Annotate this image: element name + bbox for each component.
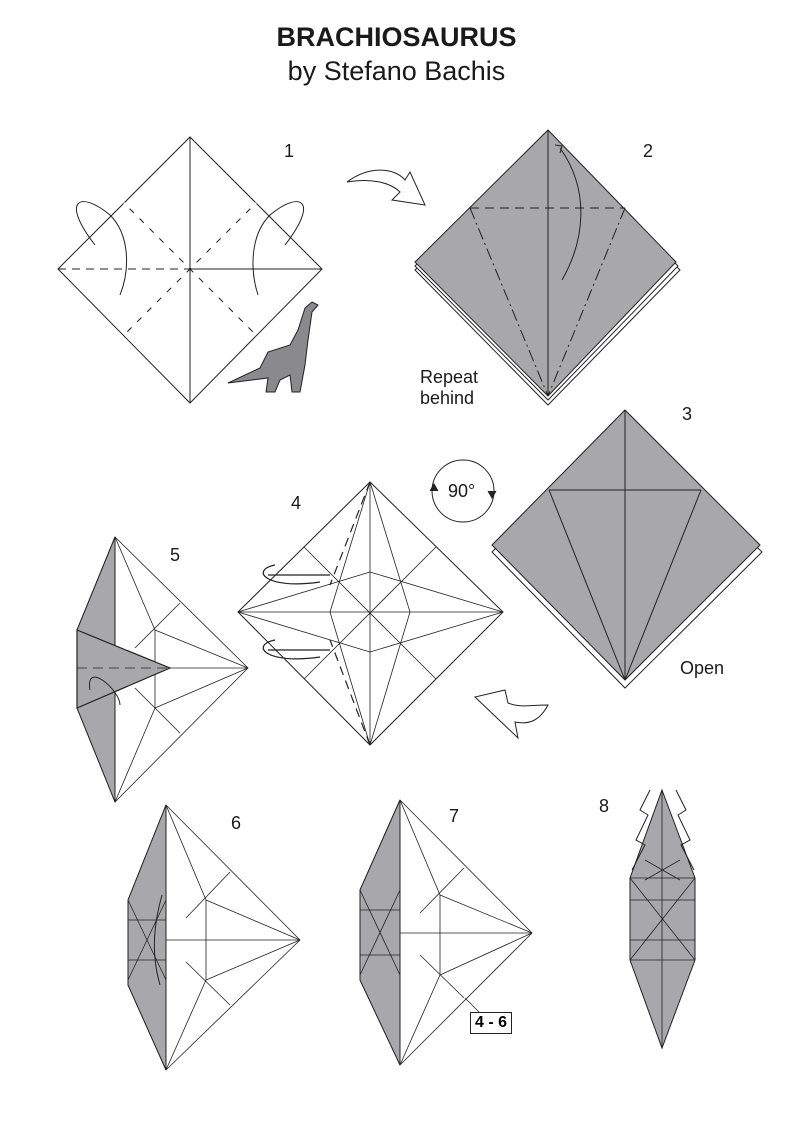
step-number-4: 4 [291,493,302,513]
step-2-diagram [414,129,681,406]
step-number-6: 6 [231,813,242,833]
arrow-step3-to-4 [473,689,549,740]
diagram-title: BRACHIOSAURUS [276,22,517,52]
step-4-diagram [237,481,504,746]
step-5-diagram [76,536,249,803]
repeat-label: Repeat [420,367,479,387]
step-6-diagram [127,804,301,1071]
step-1-diagram [57,136,323,404]
step-number-7: 7 [449,806,460,826]
arrow-step1-to-2 [346,169,426,206]
rotate-label: 90° [448,481,476,501]
step-8-diagram [629,788,696,1050]
brachiosaurus-model-icon [227,301,319,393]
step-number-1: 1 [284,141,295,161]
step-number-8: 8 [599,796,610,816]
step-number-2: 2 [643,141,654,161]
step-7-diagram [359,799,533,1066]
diagram-author: by Stefano Bachis [287,56,506,86]
behind-label: behind [420,388,475,408]
step-number-3: 3 [682,404,693,424]
repeat-steps-reference-box: 4 - 6 [470,1012,513,1034]
step-3-diagram [491,409,763,689]
step-number-5: 5 [170,545,181,565]
rotate-90-symbol [429,459,497,523]
open-label: Open [680,658,725,678]
